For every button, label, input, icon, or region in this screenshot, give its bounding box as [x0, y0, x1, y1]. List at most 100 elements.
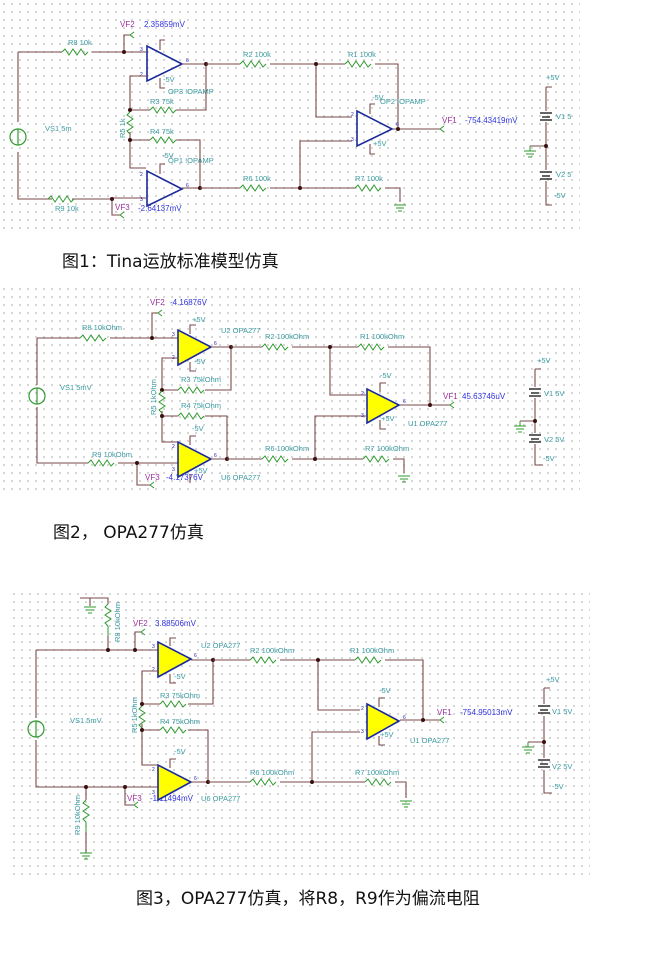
opamp-bottom-icon: [157, 763, 193, 802]
svg-text:6: 6: [186, 58, 189, 64]
resistor-r7-icon: [364, 778, 392, 786]
resistor-r2-icon: [261, 343, 289, 351]
r7-label: R7 100kOhm: [355, 768, 399, 777]
vf3-label: VF3: [127, 794, 142, 803]
opamp-output-icon: [366, 702, 401, 741]
opamp-output-supply-pos: +5V: [373, 139, 387, 148]
resistor-r7-icon: [354, 184, 382, 192]
opamp-top-supply-neg: -5V: [174, 672, 186, 681]
r2-label: R2 100kOhm: [250, 646, 294, 655]
resistor-r7-icon: [362, 455, 390, 463]
r7-label: R7 100kOhm: [365, 444, 409, 453]
svg-text:3: 3: [140, 47, 143, 53]
opamp-output-supply-neg: -5V: [372, 93, 384, 102]
r1-label: R1 100kOhm: [360, 332, 404, 341]
vf2-label: VF2: [150, 298, 165, 307]
resistor-r6-icon: [249, 778, 277, 786]
opamp-bottom-icon: [177, 440, 213, 479]
r1-label: R1 100kOhm: [350, 646, 394, 655]
vf1-value: -754.95013mV: [460, 708, 513, 717]
vf1-label: VF1: [437, 708, 452, 717]
resistor-r5-icon: [138, 705, 146, 729]
r7-label: R7 100k: [355, 174, 383, 183]
v1-label: V1 5: [556, 112, 571, 121]
ground-icon: [514, 421, 526, 433]
opamp-bottom-supply-pos: +5V: [194, 466, 208, 475]
resistor-r9-icon: [82, 799, 90, 832]
ground-icon: [522, 742, 534, 754]
svg-text:6: 6: [214, 453, 217, 459]
vf2-value: 2.35859mV: [144, 20, 186, 29]
supply-neg-label: -5V: [552, 782, 564, 791]
r6-label: R6 100kOhm: [250, 768, 294, 777]
r8-label: R8 10kOhm: [82, 323, 122, 332]
opamp-output-icon: [356, 109, 394, 148]
svg-text:6: 6: [403, 399, 406, 405]
r8-label: R8 10k: [68, 38, 92, 47]
schematic-panel-fig1: VS1 5m R8 10k R9 10k VF2 2.35859mV VF3 -…: [0, 0, 580, 235]
schematic-panel-fig3: R8 10kOhm R9 10kOhm VS1 5mV VF2 3.88506m…: [10, 590, 590, 875]
svg-text:3: 3: [172, 332, 175, 338]
opamp-bottom-supply-neg: -5V: [192, 424, 204, 433]
ground-icon: [84, 606, 96, 614]
vf3-label: VF3: [115, 203, 130, 212]
supply-pos-label: +5V: [537, 356, 551, 365]
schematic-fig2: VS1 5mV R8 10kOhm R9 10kOhm VF2 -4.16876…: [28, 298, 564, 489]
supply-pos-label: +5V: [546, 675, 560, 684]
resistor-r4-icon: [177, 412, 205, 420]
v1-label: V1 5V: [544, 389, 564, 398]
opamp-top-label: U2 OPA277: [221, 326, 260, 335]
voltage-source-icon: [27, 720, 45, 738]
voltage-source-icon: [28, 387, 46, 405]
resistor-r4-icon: [159, 726, 187, 734]
caption-fig2: 图2， OPA277仿真: [53, 523, 204, 543]
resistor-r1-icon: [354, 656, 382, 664]
resistor-r9-icon: [47, 195, 75, 203]
svg-text:2: 2: [152, 667, 155, 673]
svg-text:2: 2: [361, 391, 364, 397]
r3-label: R3 75kOhm: [160, 691, 200, 700]
v2-label: V2 5: [556, 170, 571, 179]
resistor-r8-icon: [61, 48, 89, 56]
opamp-bottom-icon: [146, 169, 184, 208]
schematic-fig1: VS1 5m R8 10k R9 10k VF2 2.35859mV VF3 -…: [9, 20, 571, 219]
svg-text:2: 2: [152, 767, 155, 773]
resistor-r1-icon: [357, 343, 385, 351]
r9-label: R9 10kOhm: [73, 795, 82, 835]
schematic-panel-fig2: VS1 5mV R8 10kOhm R9 10kOhm VF2 -4.16876…: [0, 285, 580, 493]
caption-fig3: 图3，OPA277仿真，将R8，R9作为偏流电阻: [136, 889, 480, 909]
ground-icon: [400, 800, 412, 808]
svg-text:6: 6: [396, 122, 399, 128]
resistor-r2-icon: [249, 656, 277, 664]
supply-neg-label: -5V: [554, 191, 566, 200]
opamp-output-supply-pos: +5V: [380, 730, 394, 739]
battery-v2-icon: [540, 171, 552, 180]
v1-label: V1 5V: [552, 707, 572, 716]
r4-label: R4 75kOhm: [160, 717, 200, 726]
vf3-label: VF3: [145, 473, 160, 482]
ground-icon: [524, 146, 536, 158]
svg-text:2: 2: [172, 444, 175, 450]
svg-text:3: 3: [152, 644, 155, 650]
vf2-value: -4.16876V: [170, 298, 208, 307]
opamp-bottom-label: U6 OPA277: [221, 473, 260, 482]
supply-pos-label: +5V: [546, 73, 560, 82]
svg-text:2: 2: [140, 72, 143, 78]
r5-label: R5 1kOhm: [149, 379, 158, 415]
vs1-label: VS1 5m: [45, 124, 72, 133]
vf2-value: 3.88506mV: [155, 619, 197, 628]
opamp-top-supply-pos: +5V: [192, 315, 206, 324]
vf2-label: VF2: [120, 20, 135, 29]
opamp-top-icon: [146, 44, 184, 83]
r3-label: R3 75kOhm: [181, 375, 221, 384]
resistor-r5-icon: [158, 390, 166, 414]
r6-label: R6 100kOhm: [265, 444, 309, 453]
svg-text:3: 3: [140, 197, 143, 203]
r9-label: R9 10kOhm: [92, 450, 132, 459]
resistor-r2-icon: [239, 60, 267, 68]
vf2-label: VF2: [133, 619, 148, 628]
opamp-output-supply-neg: -5V: [380, 371, 392, 380]
r1-label: R1 100k: [348, 50, 376, 59]
svg-text:6: 6: [403, 715, 406, 721]
vf3-value: -1.11494mV: [150, 794, 194, 803]
